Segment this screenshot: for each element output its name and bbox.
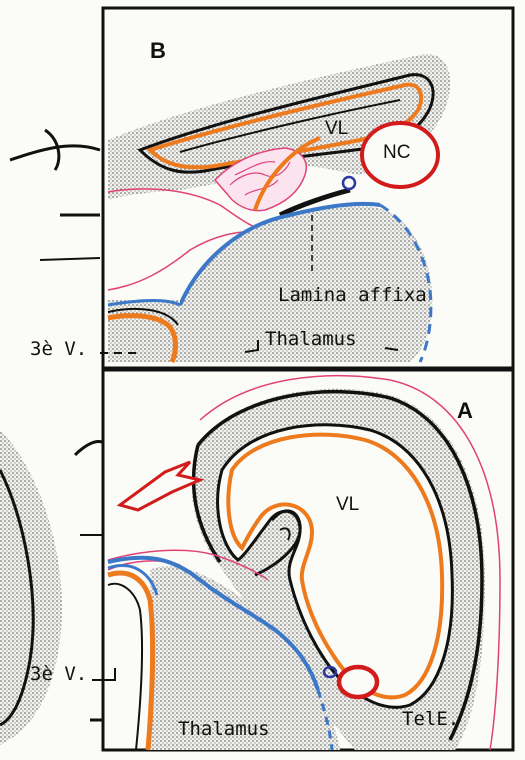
nucleus-outline bbox=[339, 667, 377, 697]
panel-b-vl-label: VL bbox=[325, 118, 348, 140]
panel-b-thalamus-label: Thalamus bbox=[265, 328, 357, 350]
panel-b-letter: B bbox=[150, 38, 166, 64]
panel-a-third-ventricle-label: 3è V. bbox=[30, 663, 87, 685]
panel-a-vl-label: VL bbox=[336, 494, 359, 516]
panel-a-letter: A bbox=[457, 398, 473, 424]
panel-b-nc-label: NC bbox=[383, 142, 410, 164]
panel-b-third-ventricle-label: 3è V. bbox=[30, 338, 87, 360]
panel-b-lamina-affixa-label: Lamina affixa bbox=[278, 284, 427, 306]
panel-a-thalamus-label: Thalamus bbox=[178, 718, 270, 740]
panel-a-telencephalon-label: TelE. bbox=[402, 708, 459, 730]
background-left-section bbox=[0, 130, 102, 745]
panel-a bbox=[92, 370, 513, 750]
